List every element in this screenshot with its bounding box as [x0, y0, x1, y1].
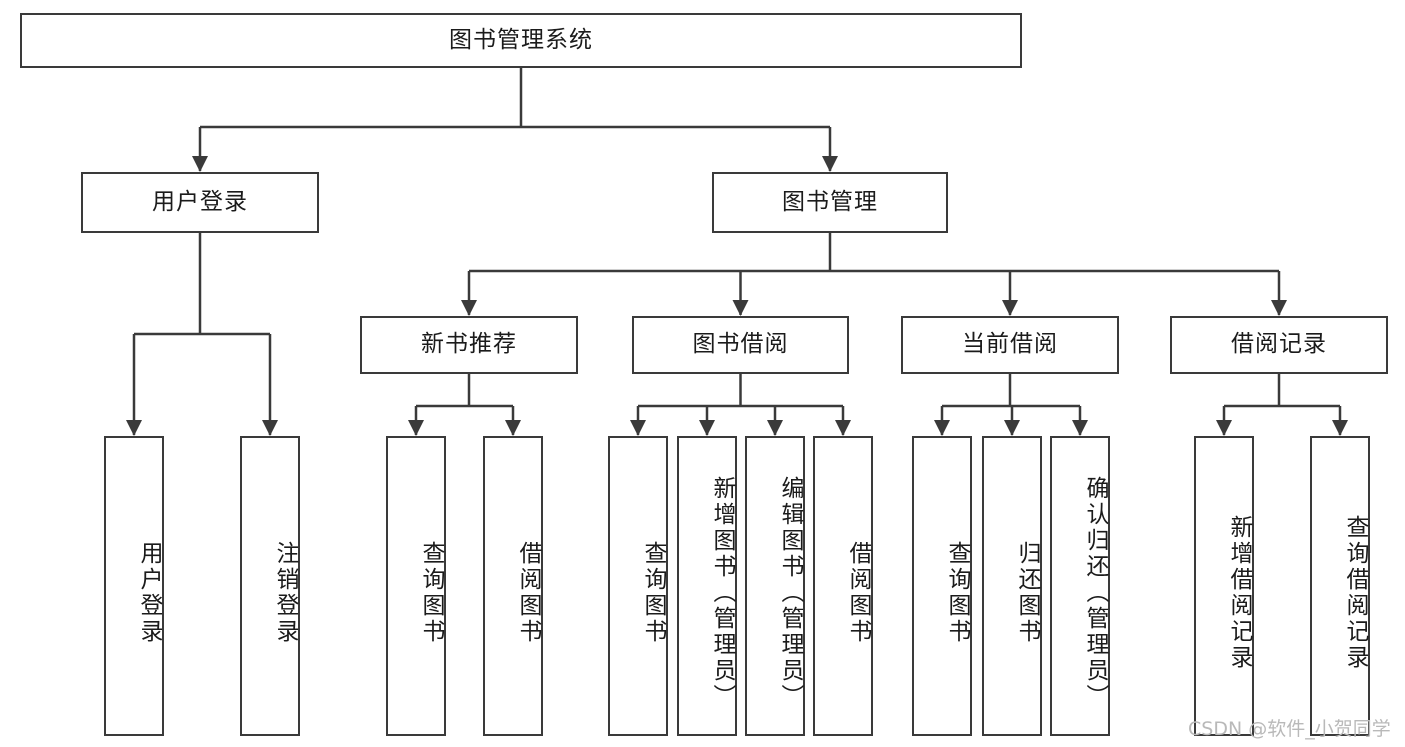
node-label: 新增借阅记录	[1226, 515, 1252, 671]
node-label: 图书借阅	[692, 331, 789, 358]
arrow-head-icon	[1216, 420, 1232, 436]
node-leaf-query-book-1[interactable]: 查询图书	[386, 436, 446, 736]
arrow-head-icon	[699, 420, 715, 436]
arrow-head-icon	[732, 300, 749, 316]
node-leaf-return-book[interactable]: 归还图书	[982, 436, 1042, 736]
node-label: 借阅图书	[845, 541, 871, 645]
arrow-head-icon	[1004, 420, 1020, 436]
node-book-borrow[interactable]: 图书借阅	[632, 316, 849, 374]
node-leaf-add-book[interactable]: 新增图书（管理员）	[677, 436, 737, 736]
arrow-head-icon	[192, 156, 208, 172]
node-user-login[interactable]: 用户登录	[81, 172, 319, 233]
arrow-head-icon	[630, 420, 646, 436]
node-leaf-add-record[interactable]: 新增借阅记录	[1194, 436, 1254, 736]
node-label: 当前借阅	[962, 331, 1058, 358]
arrow-head-icon	[408, 420, 424, 436]
node-leaf-borrow-book-1[interactable]: 借阅图书	[483, 436, 543, 736]
node-leaf-borrow-book-2[interactable]: 借阅图书	[813, 436, 873, 736]
arrow-head-icon	[767, 420, 783, 436]
node-label: 编辑图书（管理员）	[777, 476, 803, 710]
node-label: 图书管理系统	[449, 26, 593, 53]
node-label: 借阅图书	[515, 541, 541, 645]
node-label: 查询图书	[640, 541, 666, 645]
arrow-head-icon	[126, 420, 142, 436]
node-root[interactable]: 图书管理系统	[20, 13, 1022, 68]
node-current-borrow[interactable]: 当前借阅	[901, 316, 1119, 374]
node-label: 借阅记录	[1231, 331, 1327, 358]
arrow-head-icon	[461, 300, 477, 316]
arrow-head-icon	[934, 420, 950, 436]
node-leaf-query-book-3[interactable]: 查询图书	[912, 436, 972, 736]
arrow-head-icon	[1072, 420, 1088, 436]
arrow-head-icon	[835, 420, 851, 436]
node-book-manage[interactable]: 图书管理	[712, 172, 948, 233]
arrow-head-icon	[1002, 300, 1018, 316]
node-leaf-user-login[interactable]: 用户登录	[104, 436, 164, 736]
arrow-head-icon	[262, 420, 278, 436]
arrow-head-icon	[505, 420, 521, 436]
node-label: 查询图书	[418, 541, 444, 645]
arrow-head-icon	[1332, 420, 1348, 436]
node-label: 查询借阅记录	[1342, 515, 1368, 671]
node-leaf-edit-book[interactable]: 编辑图书（管理员）	[745, 436, 805, 736]
node-new-book-recommend[interactable]: 新书推荐	[360, 316, 578, 374]
node-label: 归还图书	[1014, 541, 1040, 645]
node-borrow-record[interactable]: 借阅记录	[1170, 316, 1388, 374]
arrow-head-icon	[822, 156, 838, 172]
node-leaf-query-book-2[interactable]: 查询图书	[608, 436, 668, 736]
node-label: 图书管理	[782, 188, 878, 215]
node-leaf-confirm-return[interactable]: 确认归还（管理员）	[1050, 436, 1110, 736]
arrow-head-icon	[1271, 300, 1287, 316]
node-label: 注销登录	[272, 541, 298, 645]
node-leaf-logout[interactable]: 注销登录	[240, 436, 300, 736]
node-label: 用户登录	[152, 188, 248, 215]
node-leaf-query-record[interactable]: 查询借阅记录	[1310, 436, 1370, 736]
node-label: 用户登录	[136, 541, 162, 645]
node-label: 查询图书	[944, 541, 970, 645]
node-label: 新书推荐	[421, 331, 517, 358]
node-label: 确认归还（管理员）	[1082, 476, 1108, 710]
node-label: 新增图书（管理员）	[709, 476, 735, 710]
watermark: CSDN @软件_小贺同学	[1188, 718, 1391, 740]
